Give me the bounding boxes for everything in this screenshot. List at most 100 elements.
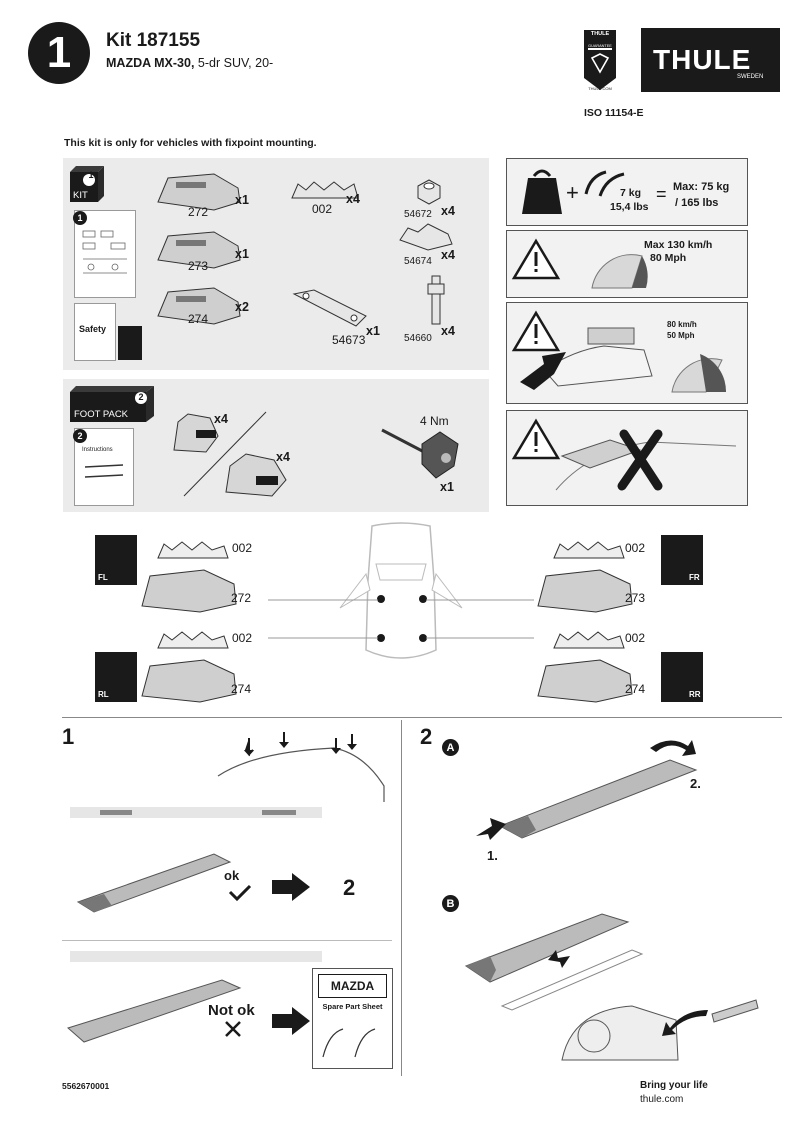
- spare-part-brand: MAZDA: [318, 974, 387, 998]
- max-speed-kmh: Max 130 km/h: [644, 239, 713, 251]
- torque-key-qty: x1: [440, 480, 454, 494]
- action-1: 1.: [487, 848, 498, 863]
- kit-manual-number: 1: [73, 211, 87, 225]
- max-load: Max: 75 kg: [673, 181, 730, 193]
- loaded-speed-kmh: 80 km/h: [667, 320, 697, 329]
- car-roof-side-icon: [217, 732, 385, 802]
- arrow-right-icon-2: [272, 1007, 310, 1035]
- rubber-pad-icon: [291, 181, 359, 199]
- store-cover-icon: [464, 913, 759, 1061]
- torque-value: 4 Nm: [420, 414, 449, 428]
- fl-corner-photo: FL: [95, 535, 137, 585]
- foot-pack-manual-number: 2: [73, 429, 87, 443]
- vehicle-line: MAZDA MX-30, 5-dr SUV, 20-: [106, 56, 273, 70]
- fl-pad-number: 002: [232, 541, 253, 555]
- load-weight: 7 kg: [620, 187, 642, 199]
- kit-title: Kit 187155: [106, 30, 201, 51]
- kit-manual: 1: [73, 210, 136, 298]
- nut-icon: [417, 179, 441, 205]
- fl-foot-assembly: [141, 541, 237, 613]
- part-273: 273: [188, 259, 209, 273]
- rr-pad-number: 002: [625, 631, 646, 645]
- torque-key-icon: [381, 428, 459, 479]
- fixpoint-notice: This kit is only for vehicles with fixpo…: [64, 137, 317, 149]
- fr-foot-assembly: [537, 541, 633, 613]
- foot-sketches: [157, 173, 241, 325]
- manual-sketch-icon: [82, 230, 127, 274]
- kit-box-icon: [70, 166, 104, 202]
- loaded-speed-mph: 50 Mph: [667, 331, 695, 340]
- vehicle-detail: 5-dr SUV, 20-: [194, 56, 274, 70]
- brand-website[interactable]: thule.com: [640, 1094, 684, 1105]
- roof-bar-pair-icon: [584, 170, 625, 197]
- part-54674: 54674: [404, 256, 432, 267]
- weight-icon: [522, 169, 562, 214]
- fixpoint-cover-not-ok-icon: [66, 979, 242, 1043]
- qty-54660: x4: [441, 324, 455, 338]
- safety-leaflet: Safety: [74, 303, 116, 361]
- warning-triangle-icon-2: [511, 310, 561, 352]
- step2-sub-b: B: [442, 895, 459, 912]
- spare-part-sheet: MAZDA Spare Part Sheet: [312, 968, 393, 1069]
- step1-number: 1: [62, 724, 75, 749]
- car-with-load-icon: [520, 327, 653, 390]
- foot-pack-box-icon: [70, 386, 154, 422]
- qty-274: x2: [235, 300, 249, 314]
- instructions-label: Instructions: [82, 447, 113, 453]
- position-lines: [268, 599, 534, 639]
- action-2: 2.: [690, 776, 701, 791]
- shield-mid-text: GUARANTEE: [588, 44, 612, 48]
- qty-272: x1: [235, 193, 249, 207]
- qty-273: x1: [235, 247, 249, 261]
- rr-foot-assembly: [537, 631, 633, 703]
- qty-54673: x1: [366, 324, 380, 338]
- step2-number: 2: [420, 724, 433, 749]
- fr-corner-photo: FR: [661, 535, 703, 585]
- rl-foot-number: 274: [231, 682, 252, 696]
- qty-54674: x4: [441, 248, 455, 262]
- spare-part-title: Spare Part Sheet: [322, 1002, 383, 1011]
- car-top-view: [339, 522, 463, 659]
- roof-strip-gauge: [70, 807, 322, 818]
- max-speed-mph: 80 Mph: [650, 252, 687, 264]
- ok-label: ok: [224, 868, 240, 883]
- plus-sign: +: [566, 180, 579, 205]
- rl-pad-number: 002: [232, 631, 253, 645]
- part-54672: 54672: [404, 209, 432, 220]
- document-code: 5562670001: [62, 1081, 110, 1091]
- spare-part-sketch-icon: [322, 1028, 376, 1058]
- fl-label: FL: [98, 573, 108, 582]
- gauge-mark-rear: [262, 810, 296, 815]
- equals-sign: =: [656, 184, 667, 204]
- step1-divider: [62, 940, 392, 941]
- foot-a-qty: x4: [214, 412, 228, 426]
- warning-triangle-icon: [511, 238, 561, 280]
- roof-strip-gauge-2: [70, 951, 322, 962]
- foot-b-icon: [225, 453, 287, 497]
- part-54660: 54660: [404, 333, 432, 344]
- shield-bottom-text: THULE.COM: [588, 86, 612, 91]
- cross-out-roof-load-icon: [555, 429, 737, 491]
- fr-foot-number: 273: [625, 591, 646, 605]
- fr-pad-number: 002: [625, 541, 646, 555]
- part-54673: 54673: [332, 333, 366, 347]
- kit-badge-label: KIT: [73, 190, 88, 201]
- section-divider: [62, 717, 782, 718]
- rr-label: RR: [689, 690, 701, 699]
- small-leaflet: [118, 326, 142, 360]
- bolt-icon: [427, 275, 445, 325]
- step2-sub-a: A: [442, 739, 459, 756]
- foot-a-icon: [173, 413, 219, 453]
- guarantee-shield-icon: [584, 30, 616, 90]
- not-ok-label: Not ok: [208, 1002, 255, 1019]
- rr-corner-photo: RR: [661, 652, 703, 702]
- checkmark-icon: [228, 884, 252, 902]
- fixpoint-cover-ok-icon: [76, 853, 232, 913]
- speedometer-icon-2: [671, 354, 727, 393]
- foot-pack-badge-number: 2: [138, 392, 144, 402]
- warning-triangle-icon-3: [511, 418, 561, 460]
- foot-pack-manual: 2 Instructions: [73, 428, 134, 506]
- shield-top-text: THULE: [590, 31, 610, 37]
- thule-logo-text: THULE: [653, 44, 752, 75]
- part-002: 002: [312, 202, 333, 216]
